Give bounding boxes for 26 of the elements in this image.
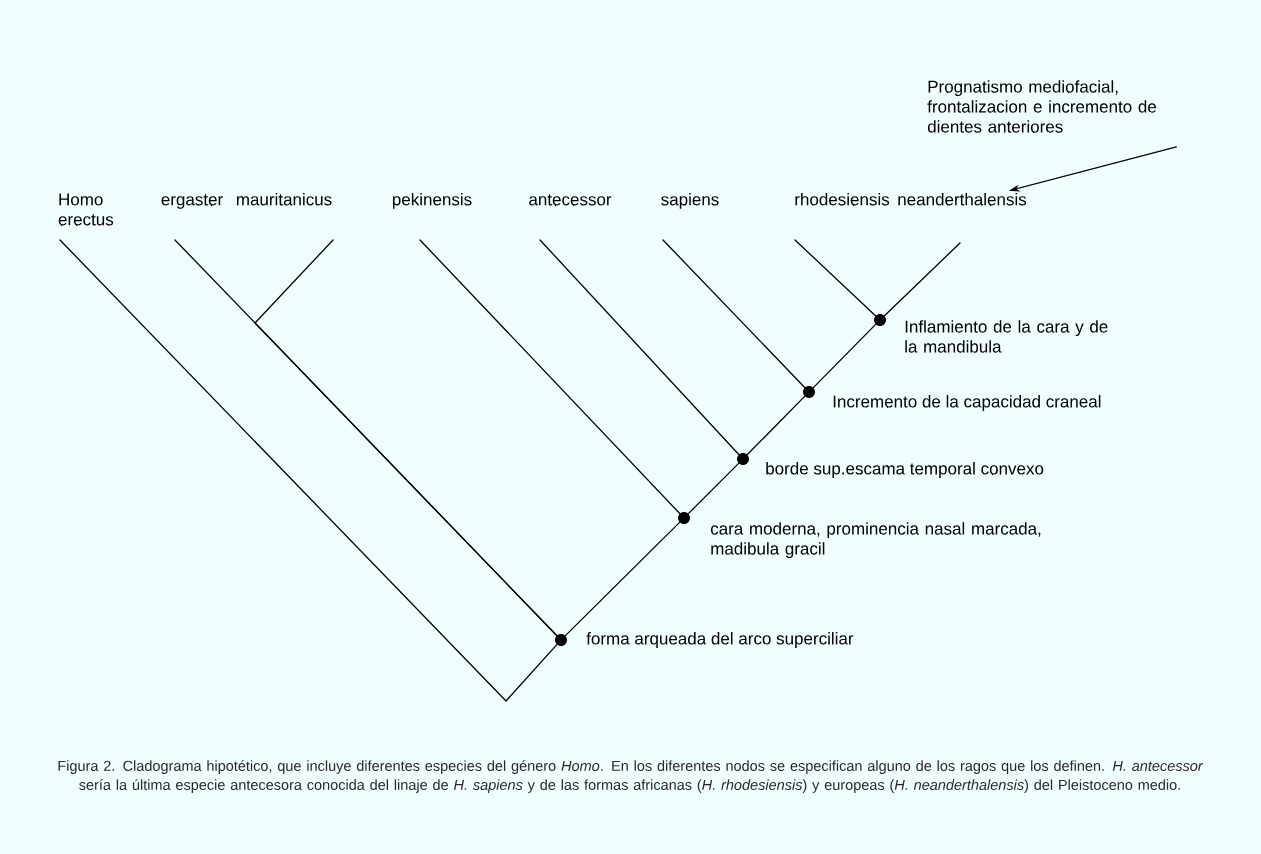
branch-line <box>812 323 877 389</box>
taxon-label: antecessor <box>529 194 612 206</box>
taxon-label: mauritanicus <box>236 193 332 206</box>
taxon-label: rhodesiensis <box>795 193 890 206</box>
branch-line <box>254 239 558 637</box>
taxon-label: ergaster <box>161 194 223 209</box>
taxon-label: sapiens <box>661 193 719 209</box>
caption-text: Figura 2. Cladograma hipotético, que incluye diferentes especies del género Homo. En los diferentes nodos se especifican alguno de los ragos que los definen. H. antecessor sería la última especie antecesora conocida del linaje de H. sapiens y de las formas africanas (H. rhodesiensis) y europeas (H. neanderthalensis) del Pleistoceno medio. <box>58 760 1204 793</box>
annotation-text: borde sup.escama temporal convexo <box>766 462 1044 478</box>
branch-line <box>687 462 740 515</box>
annotation-text: forma arqueada del arco superciliar <box>586 632 854 648</box>
annotation-text: cara moderna, prominencia nasal marcada, madibula gracil <box>710 522 1041 559</box>
branch-line <box>883 242 961 317</box>
annotation-text: Prognatismo mediofacial, frontalizacion e incremento de dientes anteriores <box>927 80 1156 133</box>
branch-line <box>746 395 806 456</box>
taxon-label: Homo erectus <box>58 193 114 226</box>
annotation-text: Inflamiento de la cara y de la mandibula <box>905 320 1108 353</box>
branch-line <box>794 239 877 317</box>
branch-line <box>59 239 558 702</box>
annotation-text: Incremento de la capacidad craneal <box>833 395 1101 411</box>
branch-line <box>564 521 681 637</box>
taxon-label: pekinensis <box>392 193 472 209</box>
branch-line <box>419 239 681 515</box>
taxon-label: neanderthalensis <box>898 193 1027 206</box>
branch-line <box>662 239 806 389</box>
branch-line <box>539 239 740 456</box>
